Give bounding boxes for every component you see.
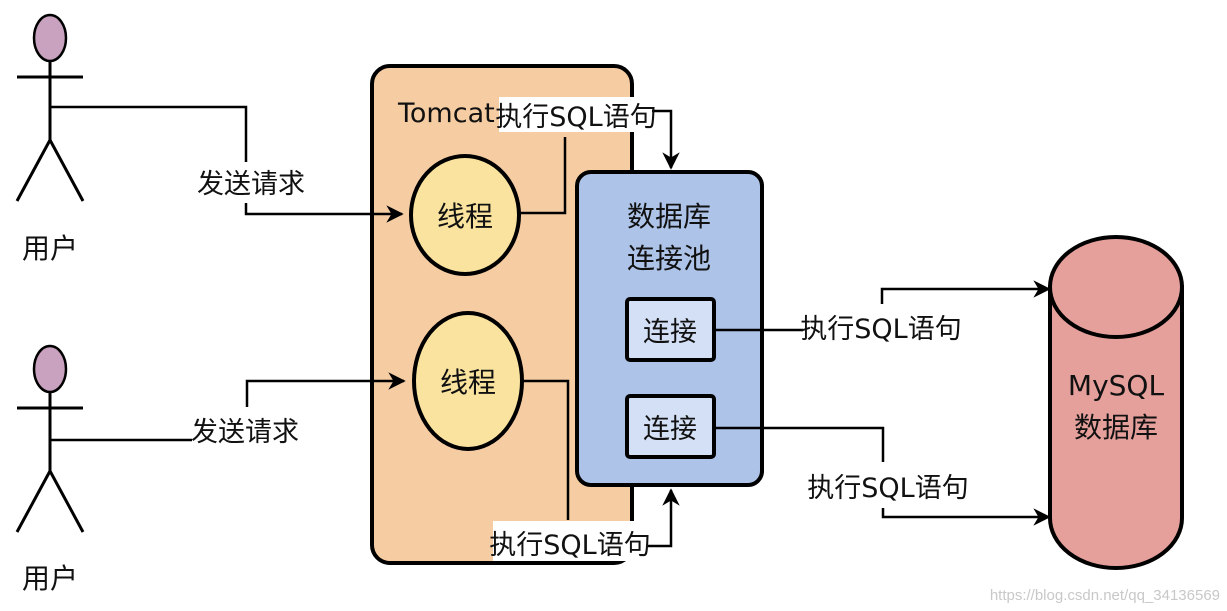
thread-label: 线程 <box>437 200 493 233</box>
tomcat-label: Tomcat <box>397 98 495 129</box>
actor-head <box>32 13 68 63</box>
edge-user1-thread1: 发送请求 <box>50 105 404 223</box>
connection-label: 连接 <box>643 317 697 348</box>
pool-label-line2: 连接池 <box>627 242 711 275</box>
actor-label: 用户 <box>22 232 78 265</box>
thread-node-1: 线程 <box>409 154 521 276</box>
thread-node-2: 线程 <box>412 311 524 451</box>
edge-thread2-pool: 执行SQL语句 <box>489 379 680 561</box>
edge-label: 发送请求 <box>191 417 299 448</box>
connection-node-2: 连接 <box>625 394 716 459</box>
edge-label: 执行SQL语句 <box>489 530 650 561</box>
user-actor-1: 用户 <box>15 13 85 265</box>
watermark-text: https://blog.csdn.net/qq_34136569 <box>990 587 1220 604</box>
database-label-line1: MySQL <box>1068 369 1165 402</box>
edge-label: 执行SQL语句 <box>807 473 968 504</box>
actor-head <box>32 344 68 394</box>
mysql-database-cylinder: MySQL 数据库 <box>1048 235 1184 570</box>
connection-node-1: 连接 <box>625 297 716 362</box>
edge-thread1-pool: 执行SQL语句 <box>495 97 680 215</box>
edge-conn1-database: 执行SQL语句 <box>714 280 1051 345</box>
connection-label: 连接 <box>643 414 697 445</box>
edge-conn2-database: 执行SQL语句 <box>714 426 1051 526</box>
edge-label: 执行SQL语句 <box>800 314 961 345</box>
edge-label: 发送请求 <box>197 169 305 200</box>
database-label-line2: 数据库 <box>1074 411 1158 444</box>
actor-label: 用户 <box>22 562 78 595</box>
edge-user2-thread2: 发送请求 <box>50 372 406 448</box>
thread-label: 线程 <box>440 366 496 399</box>
user-actor-2: 用户 <box>15 344 85 595</box>
edge-label: 执行SQL语句 <box>495 102 656 133</box>
pool-label-line1: 数据库 <box>627 200 711 233</box>
